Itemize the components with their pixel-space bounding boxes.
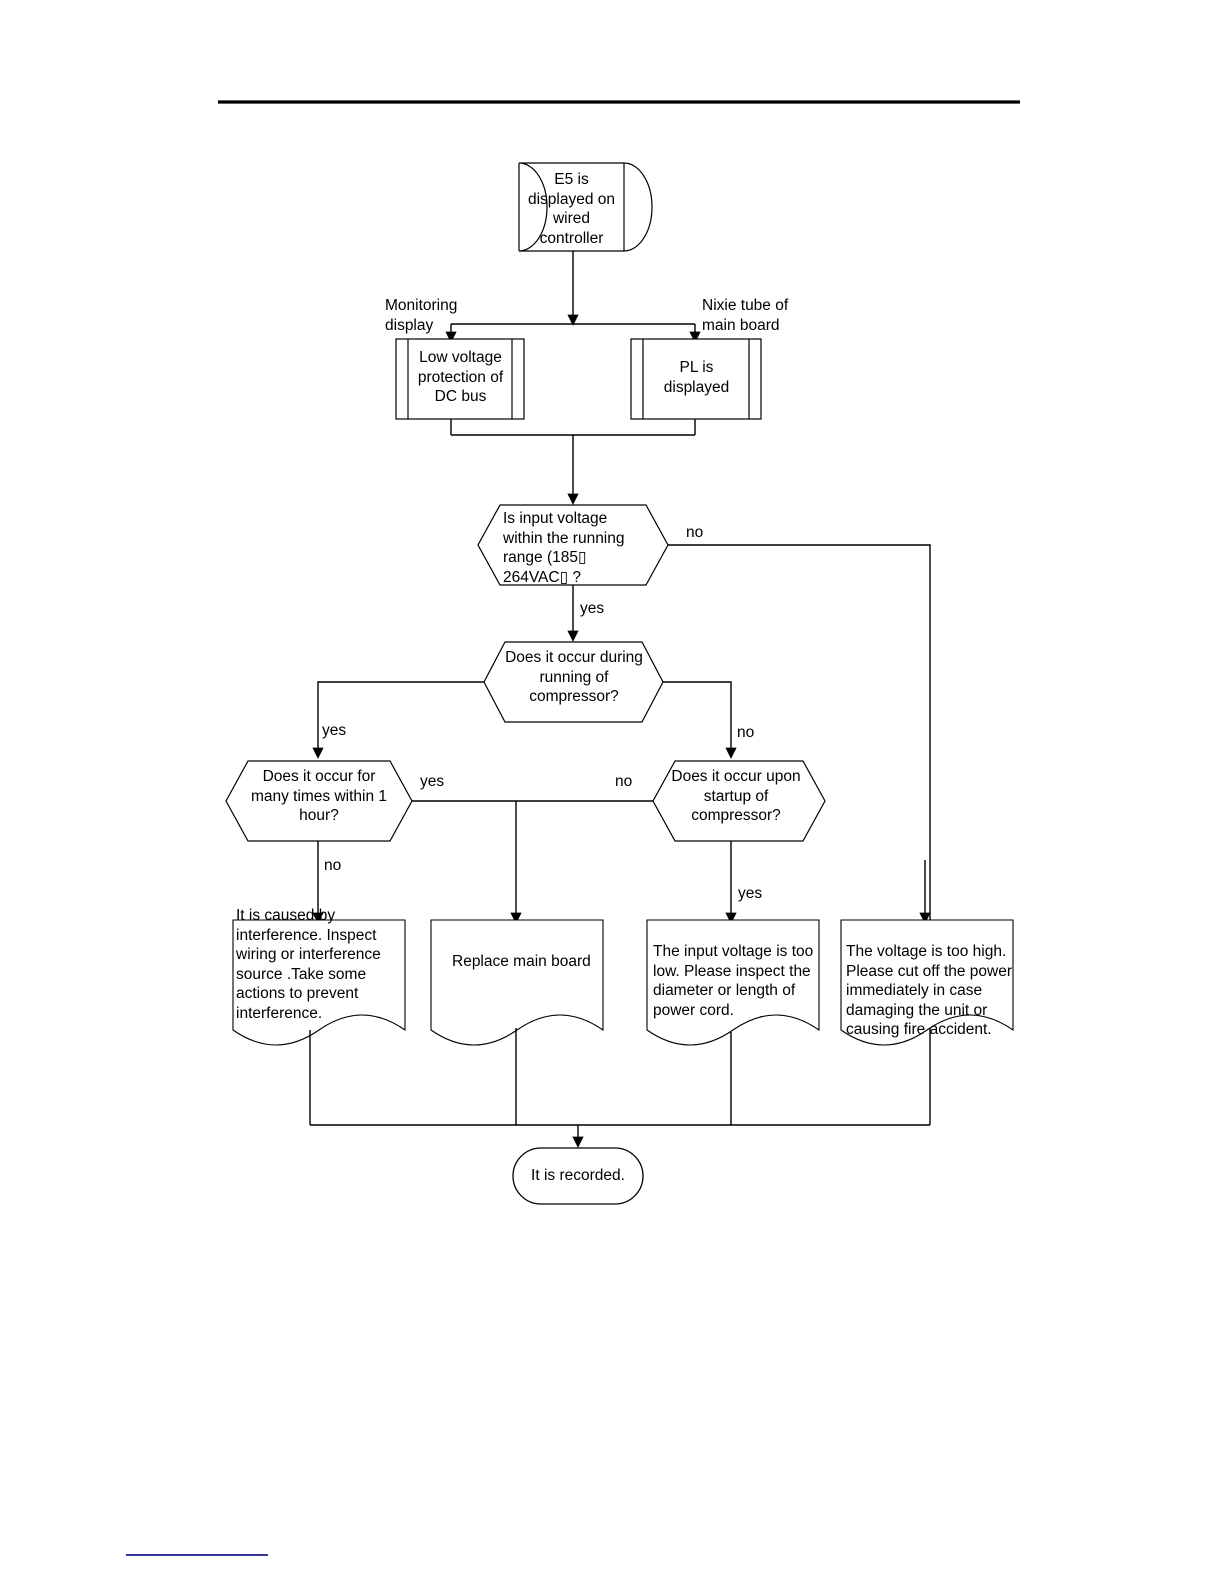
node-low-voltage-label: Low voltage protection of DC bus: [417, 349, 504, 405]
edge-decision2-no: [663, 681, 737, 759]
node-start-label: E5 is displayed on wired controller: [527, 171, 616, 247]
edge-label-no-during-running: no: [737, 724, 755, 741]
node-voltage-too-high-shape: [840, 919, 1014, 1046]
node-voltage-too-low-label: The input voltage is too low. Please ins…: [653, 943, 814, 1019]
edge-label-no-many-times-down: no: [324, 857, 342, 874]
node-pl-displayed-label: PL is displayed: [663, 359, 730, 396]
node-recorded-label: It is recorded.: [531, 1167, 625, 1184]
node-recorded-shape: [512, 1147, 644, 1205]
node-replace-main-board-shape: [430, 919, 604, 1046]
node-pl-displayed-shape: [630, 338, 762, 420]
node-low-voltage-shape: [395, 338, 525, 420]
node-voltage-too-low-shape: [646, 919, 820, 1046]
edge-label-yes-upon-startup: yes: [738, 885, 763, 902]
edge-label-no-many-times-right: no: [615, 773, 633, 790]
node-many-times-shape: [225, 760, 413, 842]
edge-decision2-yes: [312, 681, 484, 759]
node-start-shape: [518, 162, 653, 252]
node-many-times-label: Does it occur for many times within 1 ho…: [250, 768, 388, 824]
node-interference-label: It is caused by interference. Inspect wi…: [236, 907, 381, 1022]
node-replace-main-board-label: Replace main board: [452, 953, 591, 970]
edge-label-yes-input-range: yes: [580, 600, 605, 617]
side-note-monitoring-display: Monitoring display: [385, 297, 458, 334]
edge-label-yes-many-times: yes: [420, 773, 445, 790]
node-during-running-label: Does it occur during running of compress…: [505, 649, 643, 705]
node-interference-shape: [232, 919, 406, 1046]
node-input-voltage-range-label: Is input voltage within the running rang…: [503, 510, 625, 586]
node-upon-startup-label: Does it occur upon startup of compressor…: [671, 768, 801, 824]
node-voltage-too-high-label: The voltage is too high. Please cut off …: [846, 943, 1013, 1038]
side-note-nixie-tube: Nixie tube of main board: [702, 297, 789, 334]
edge-label-no-input-range: no: [686, 524, 704, 541]
edge-label-yes-during-running: yes: [322, 722, 347, 739]
node-input-voltage-range-shape: [477, 504, 669, 586]
